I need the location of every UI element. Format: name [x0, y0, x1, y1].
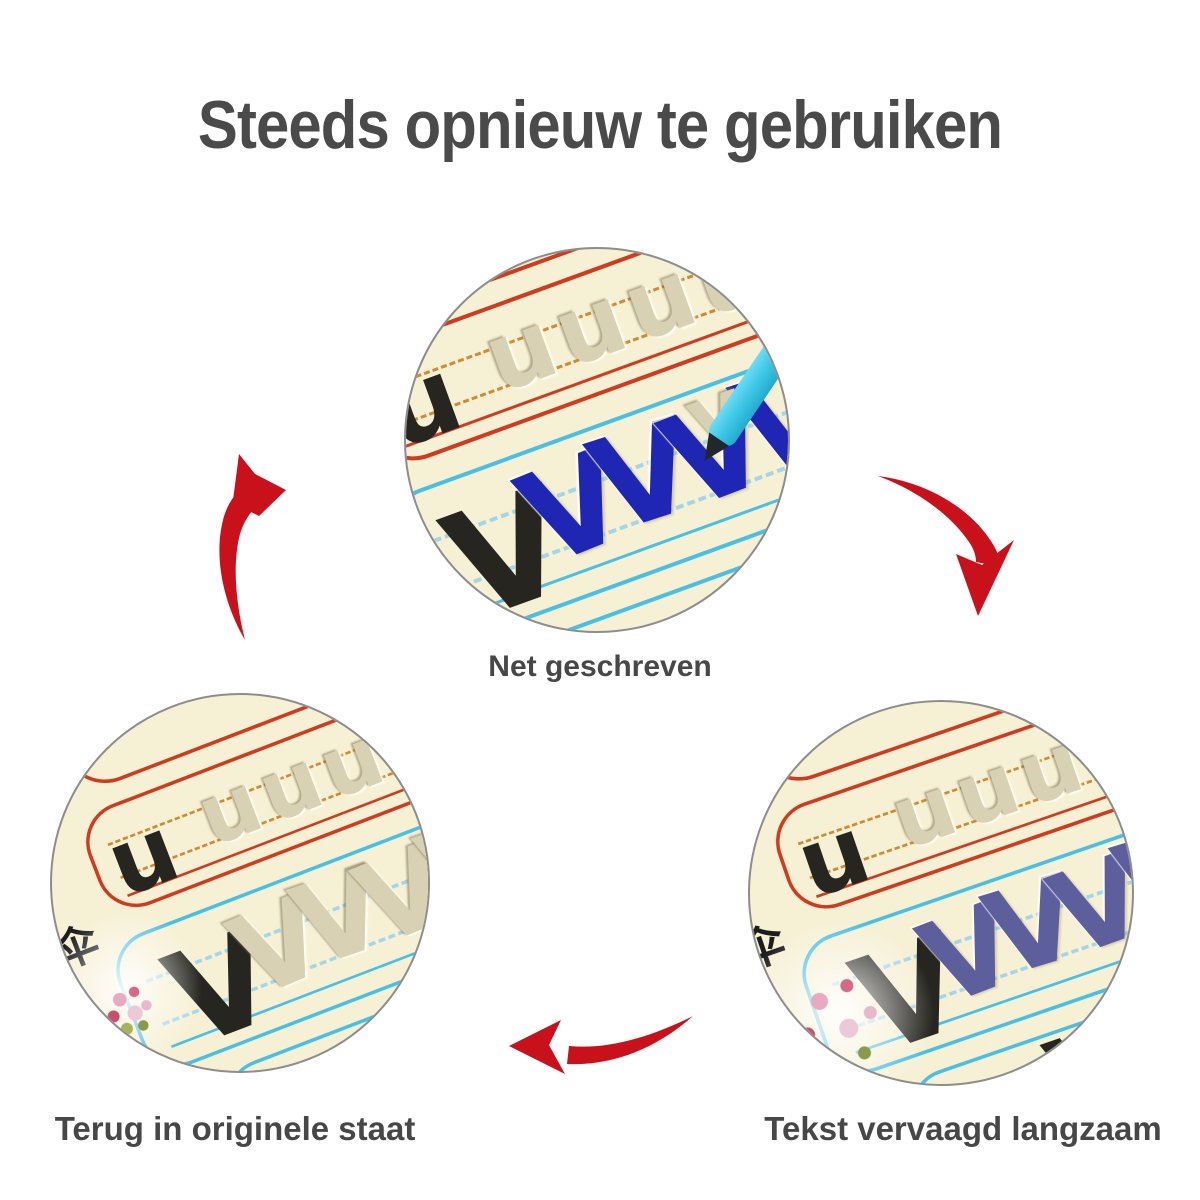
flower-decoration — [790, 970, 888, 1082]
page-title: Steeds opnieuw te gebruiken — [197, 87, 1003, 163]
arrow-left-to-top-icon — [203, 448, 298, 643]
caption-text-fading: Tekst vervaagd langzaam — [764, 1110, 1162, 1147]
flower-decoration — [104, 984, 156, 1040]
caption-back-to-original: Terug in originele staat — [54, 1110, 416, 1147]
letter-next-row-v: V — [1031, 995, 1134, 1086]
photo-stage-text-fading: u u u u u 伞 V V V V V V V — [748, 700, 1134, 1086]
arrow-top-to-right-icon — [872, 470, 1022, 620]
caption-just-written: Net geschreven — [488, 650, 712, 683]
arrow-right-to-left-icon — [505, 1012, 695, 1090]
photo-stage-back-to-original: u u u u u 伞 V V V V V — [50, 693, 430, 1073]
photo-stage-just-written: u u u u u 伞 V V V V V v — [404, 247, 790, 633]
